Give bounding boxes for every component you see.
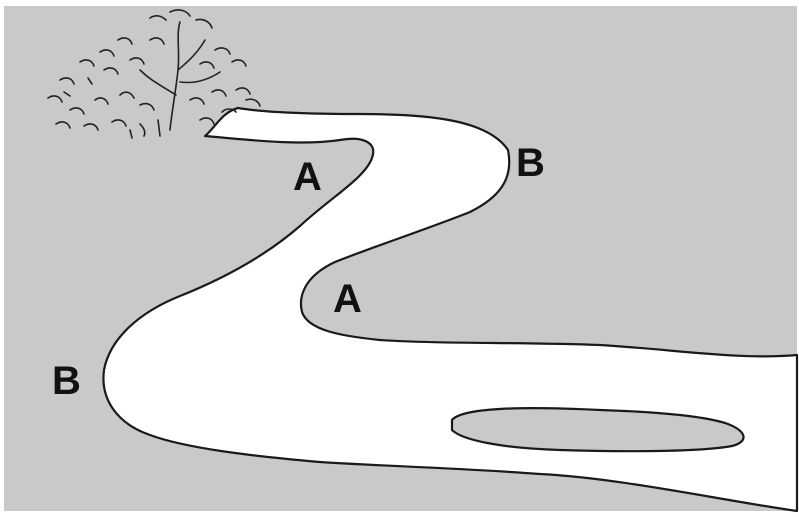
- label-a-lower: A: [333, 277, 362, 321]
- paper-margin-bottom: [0, 511, 799, 517]
- label-b-lower: B: [52, 359, 81, 403]
- label-b-upper: B: [516, 141, 545, 185]
- label-a-upper: A: [293, 155, 322, 199]
